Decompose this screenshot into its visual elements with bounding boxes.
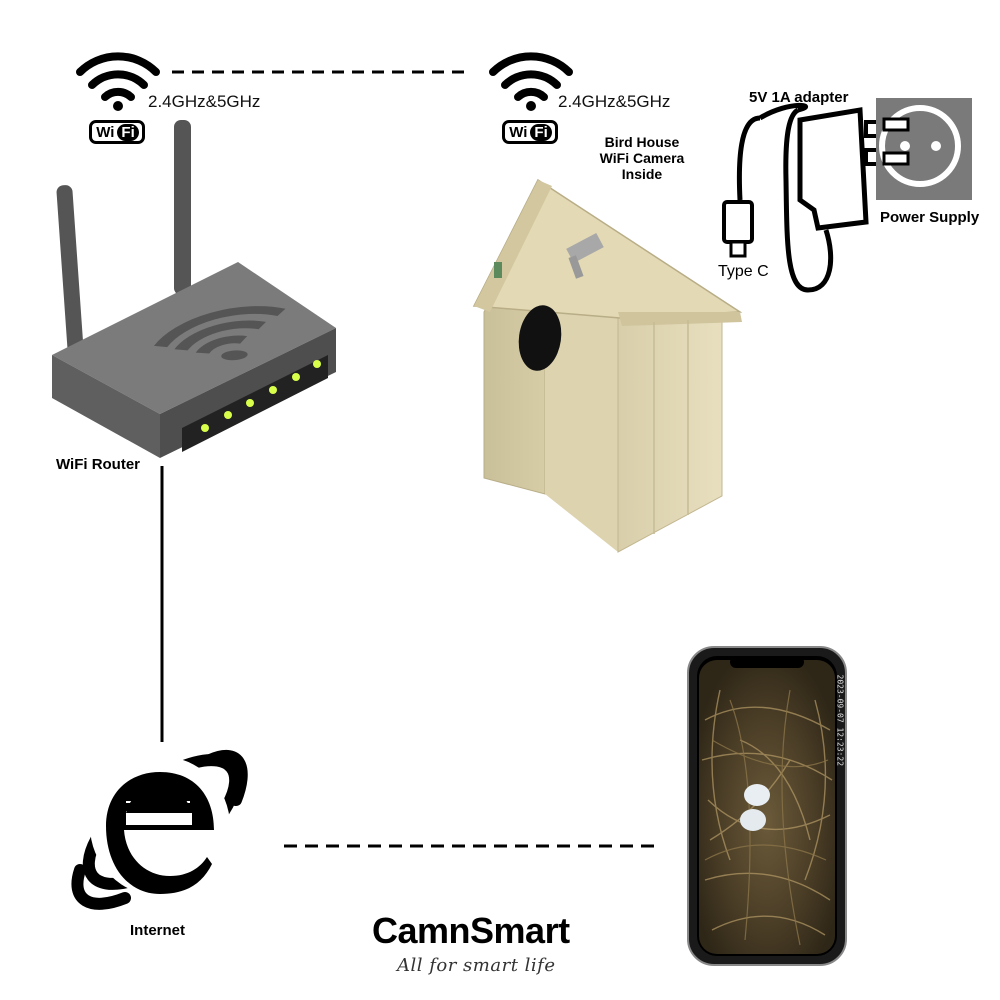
wifi-signal-icon: [76, 52, 160, 111]
router-antenna: [56, 185, 84, 355]
brand-name: CamnSmart: [372, 910, 570, 951]
bird-egg: [740, 809, 766, 831]
brand-tagline: All for smart life: [397, 955, 556, 976]
birdhouse-camera-illustration: [472, 178, 743, 553]
smartphone-illustration: [687, 646, 847, 966]
type-c-connector: [722, 200, 754, 244]
router-antenna: [174, 120, 191, 295]
adapter-label: 5V 1A adapter: [749, 89, 849, 106]
camera-frequency-label: 2.4GHz&5GHz: [558, 92, 671, 111]
power-supply-label: Power Supply: [880, 209, 980, 226]
power-adapter-illustration: [722, 98, 972, 293]
internet-label: Internet: [130, 922, 186, 939]
internet-explorer-icon: [71, 749, 248, 910]
phone-timestamp-overlay: 2023-09-07 12:23:22: [835, 674, 845, 767]
router-label: WiFi Router: [56, 456, 141, 473]
phone-screen: [699, 660, 835, 954]
camera-label: Bird House WiFi Camera Inside: [599, 134, 685, 182]
router-illustration: [52, 120, 336, 458]
bird-egg: [744, 784, 770, 806]
type-c-label: Type C: [718, 263, 769, 280]
wifi-signal-icon: [489, 52, 573, 111]
router-led: [201, 360, 321, 432]
router-wifi-logo: [153, 306, 286, 361]
router-frequency-label: 2.4GHz&5GHz: [148, 92, 261, 111]
birdhouse-entrance-hole: [518, 305, 562, 371]
